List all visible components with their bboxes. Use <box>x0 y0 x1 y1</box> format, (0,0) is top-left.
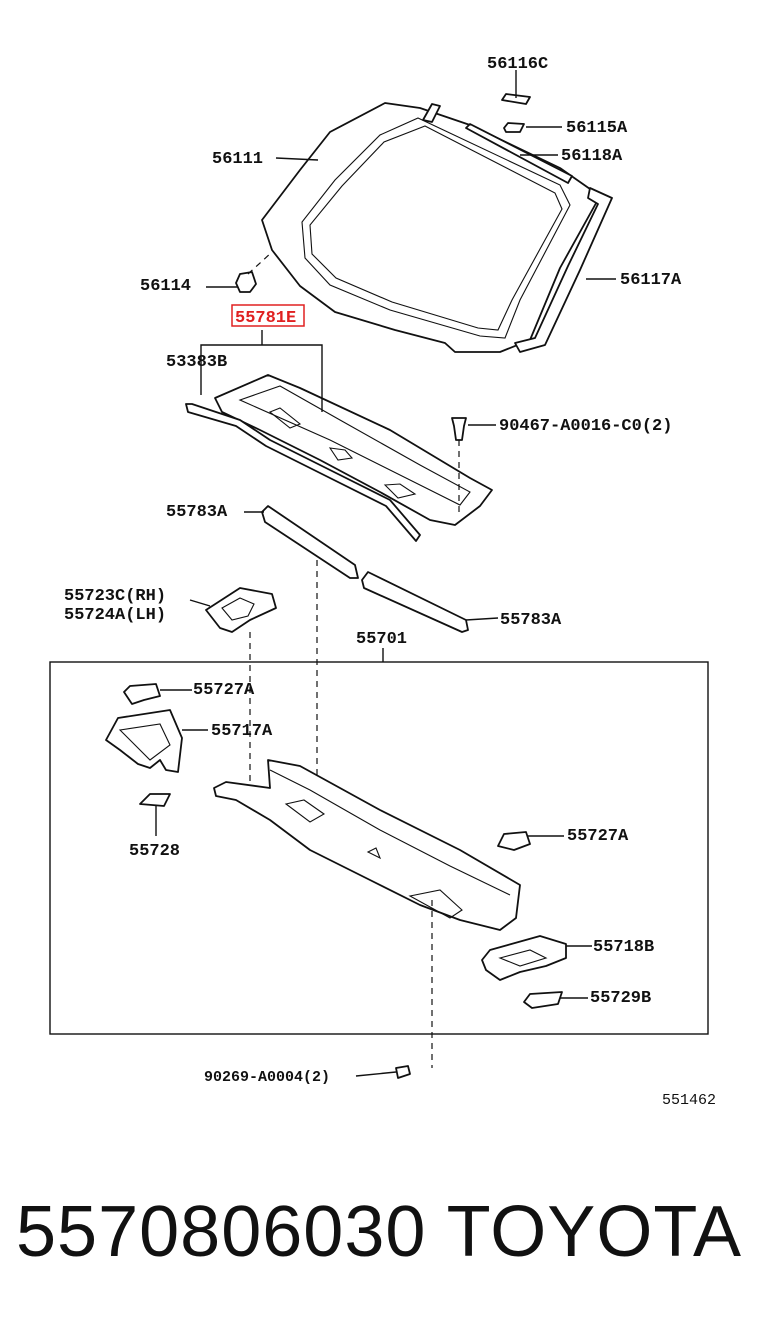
label-55781E: 55781E <box>235 309 296 328</box>
label-56114: 56114 <box>140 277 191 296</box>
bracket-55727A-left <box>123 683 161 705</box>
highlight-box-55781E <box>231 304 305 327</box>
bracket-55727A-right <box>497 831 531 851</box>
label-56117A: 56117A <box>620 271 682 290</box>
label-55727A-left: 55727A <box>193 681 255 700</box>
label-55718B: 55718B <box>593 938 654 957</box>
label-90269: 90269-A0004(2) <box>204 1069 330 1086</box>
bracket-55723C <box>205 587 277 633</box>
label-56116C: 56116C <box>487 55 548 74</box>
diagram-number: 551462 <box>662 1092 716 1109</box>
clip-56114 <box>235 271 257 293</box>
label-55717A: 55717A <box>211 722 273 741</box>
label-53383B: 53383B <box>166 353 227 372</box>
clip-56116C <box>501 93 531 105</box>
cowl-top-panel <box>213 759 521 931</box>
label-56118A: 56118A <box>561 147 623 166</box>
label-55727A-right: 55727A <box>567 827 629 846</box>
windshield-molding-56118A <box>465 123 573 184</box>
label-56111: 56111 <box>212 150 263 169</box>
label-55783A-right: 55783A <box>500 611 562 630</box>
label-90467: 90467-A0016-C0(2) <box>499 417 672 436</box>
part-number: 5570806030 <box>16 1192 427 1272</box>
label-55729B: 55729B <box>590 989 651 1008</box>
seal-55783A-right <box>361 571 469 633</box>
pad-55728 <box>139 793 171 807</box>
label-55728: 55728 <box>129 842 180 861</box>
label-55783A-left: 55783A <box>166 503 228 522</box>
label-55723C: 55723C(RH) <box>64 587 166 606</box>
label-56115A: 56115A <box>566 119 628 138</box>
assembly-box-55701 <box>49 661 709 1035</box>
footer: 5570806030 TOYOTA <box>0 1188 760 1288</box>
bolt-90269 <box>395 1065 411 1079</box>
support-55717A <box>105 709 183 773</box>
seal-55783A-left <box>261 505 359 579</box>
windshield-glass <box>261 102 601 353</box>
parts-diagram: 56116C 56115A 56118A 56111 56114 56117A … <box>49 55 716 1109</box>
upper-molding-corner <box>422 103 441 123</box>
label-55701: 55701 <box>356 630 407 649</box>
cowl-seal-53383B <box>185 403 421 542</box>
pad-55729B <box>523 991 563 1009</box>
label-55724A: 55724A(LH) <box>64 606 166 625</box>
windshield-molding-56117A <box>514 187 613 353</box>
clip-56115A <box>503 122 525 133</box>
support-55718B <box>481 935 567 981</box>
brand-name: TOYOTA <box>446 1192 742 1272</box>
screw-90467 <box>451 417 467 441</box>
cowl-top-louver <box>214 374 493 526</box>
